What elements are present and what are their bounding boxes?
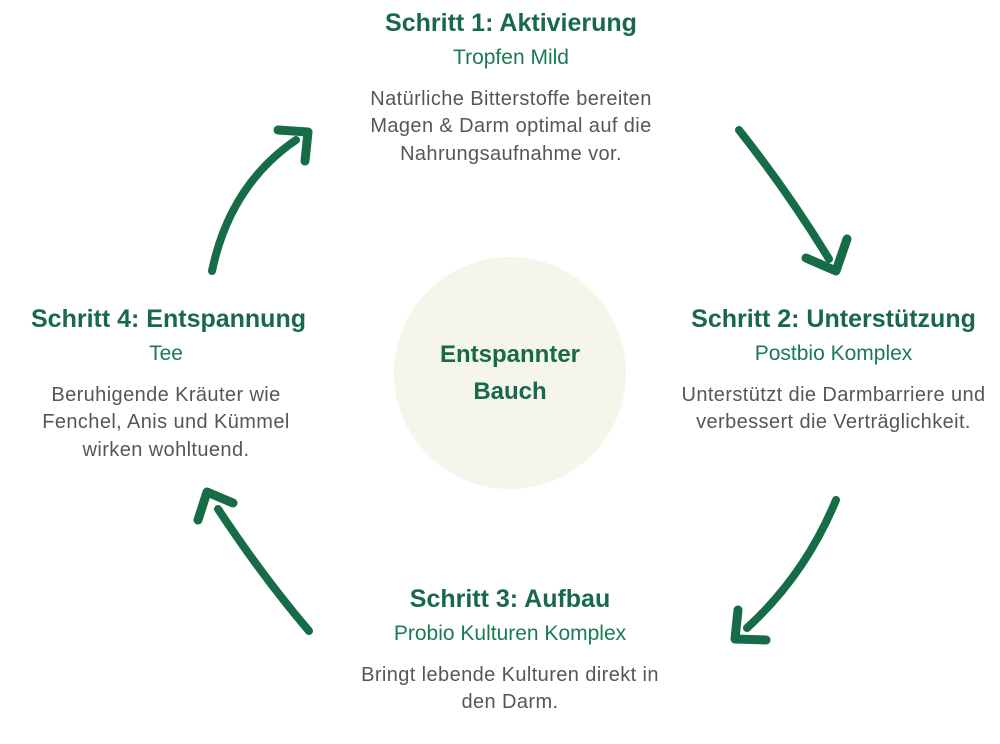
center-circle: Entspannter Bauch bbox=[394, 257, 626, 489]
step-3-description: Bringt lebende Kulturen direkt in den Da… bbox=[361, 664, 659, 714]
step-1-product: Tropfen Mild bbox=[453, 46, 569, 70]
curved-arrow-step1-to-step2-icon bbox=[735, 126, 852, 276]
step-4-block: Schritt 4: Entspannung Tee Beruhigende K… bbox=[31, 304, 306, 464]
step-4-title: Schritt 4: Entspannung bbox=[31, 305, 306, 333]
step-4-description: Beruhigende Kräuter wie Fenchel, Anis un… bbox=[42, 384, 290, 461]
curved-arrow-step4-to-step1-icon bbox=[208, 125, 313, 275]
curved-arrow-step3-to-step4-icon bbox=[193, 487, 313, 635]
step-2-product: Postbio Komplex bbox=[754, 342, 913, 366]
step-2-title: Schritt 2: Unterstützung bbox=[691, 305, 976, 333]
step-2-block: Schritt 2: Unterstützung Postbio Komplex… bbox=[661, 304, 1000, 437]
step-4-product: Tee bbox=[149, 342, 183, 366]
step-3-product: Probio Kulturen Komplex bbox=[393, 622, 627, 646]
step-3-block: Schritt 3: Aufbau Probio Kulturen Komple… bbox=[350, 584, 670, 717]
step-1-title: Schritt 1: Aktivierung bbox=[385, 9, 637, 37]
step-2-description: Unterstützt die Darmbarriere und verbess… bbox=[681, 384, 986, 434]
step-1-block: Schritt 1: Aktivierung Tropfen Mild Natü… bbox=[361, 8, 661, 168]
step-1-description: Natürliche Bitterstoffe bereiten Magen &… bbox=[370, 88, 652, 165]
curved-arrow-step2-to-step3-icon bbox=[730, 496, 840, 645]
step-3-title: Schritt 3: Aufbau bbox=[409, 585, 611, 613]
center-label: Entspannter Bauch bbox=[439, 340, 580, 405]
